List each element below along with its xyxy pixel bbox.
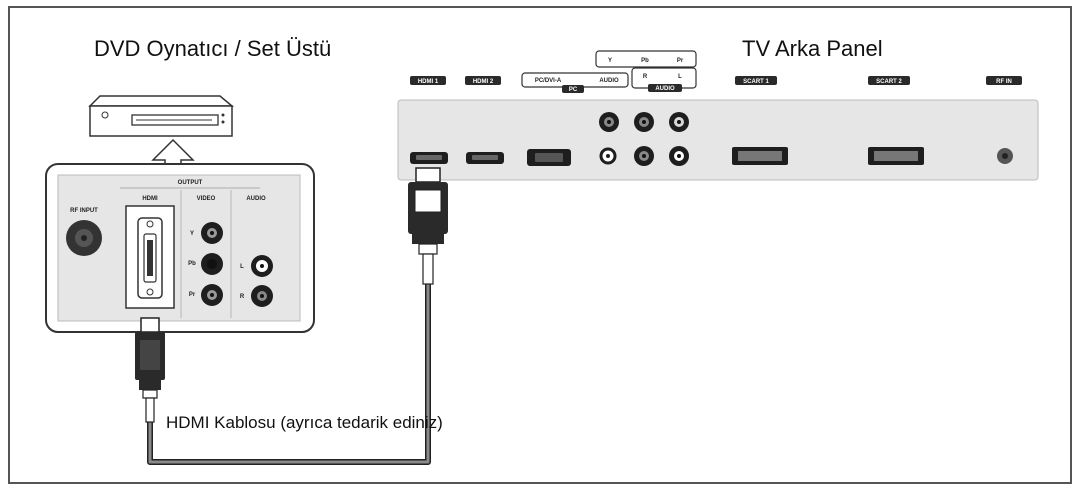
label-pr: Pr [677, 58, 684, 64]
hdmi-cable [147, 282, 431, 465]
diagram-frame [8, 6, 1072, 484]
source-device-title: DVD Oynatıcı / Set Üstü [94, 36, 332, 61]
label-hdmi-out: HDMI [142, 196, 158, 202]
label-hdmi2-tag [465, 76, 501, 85]
tv-port-labels: HDMI 1 HDMI 2 PC/DVI-A AUDIO PC Y Pb Pr … [410, 50, 1022, 93]
scart2-port [868, 147, 924, 165]
scart1-port [732, 147, 788, 165]
rf-input-port [66, 220, 102, 256]
hdmi-out-port [125, 205, 175, 309]
cable-label: HDMI Kablosu (ayrıca tedarik ediniz) [166, 413, 443, 432]
label-pr-out: Pr [189, 292, 196, 298]
label-rf-in: RF IN [996, 79, 1012, 85]
label-pc-tag [562, 85, 584, 93]
hdmi-plug-tv [408, 167, 448, 285]
pc-audio-jack [599, 147, 617, 165]
label-pc-dvi: PC/DVI-A [535, 78, 562, 84]
label-l: L [678, 74, 682, 80]
rf-in-port [997, 148, 1013, 164]
label-rfin-tag [986, 76, 1022, 85]
label-pc: PC [569, 87, 578, 93]
label-audio-tag [648, 84, 682, 92]
hdmi2-port [466, 152, 504, 164]
label-scart1: SCART 1 [743, 79, 769, 85]
label-pc-audio: AUDIO [599, 78, 619, 84]
label-y: Y [608, 58, 612, 64]
label-rf-input: RF INPUT [70, 208, 98, 214]
label-audio-out: AUDIO [246, 196, 266, 202]
output-group-label: OUTPUT [178, 180, 203, 186]
component-group-box [595, 50, 697, 68]
hdmi1-port [410, 152, 448, 164]
power-icon [101, 111, 109, 119]
label-hdmi1: HDMI 1 [418, 79, 439, 85]
label-scart1-tag [735, 76, 777, 85]
label-scart2: SCART 2 [876, 79, 902, 85]
label-hdmi2: HDMI 2 [473, 79, 494, 85]
label-scart2-tag [868, 76, 910, 85]
video-out-jacks [201, 222, 223, 306]
label-y-out: Y [190, 231, 194, 237]
tv-panel-title: TV Arka Panel [742, 36, 883, 61]
label-video-out: VIDEO [197, 196, 216, 202]
label-l-out: L [240, 264, 244, 270]
hdmi-plug-dvd [135, 317, 165, 423]
label-r: R [643, 74, 648, 80]
label-pb-out: Pb [188, 261, 196, 267]
label-r-out: R [240, 294, 245, 300]
component-jacks [599, 112, 689, 166]
audio-out-jacks [251, 255, 273, 307]
label-component-audio: AUDIO [655, 86, 675, 92]
dvd-back-panel: OUTPUT RF INPUT HDMI VIDEO Y Pb [45, 163, 315, 333]
label-hdmi1-tag [410, 76, 446, 85]
tv-back-panel: HDMI 1 HDMI 2 PC/DVI-A AUDIO PC Y Pb Pr … [397, 50, 1039, 181]
dvd-player-device [88, 95, 235, 137]
label-pb: Pb [641, 58, 649, 64]
pc-dvi-port [527, 149, 571, 166]
